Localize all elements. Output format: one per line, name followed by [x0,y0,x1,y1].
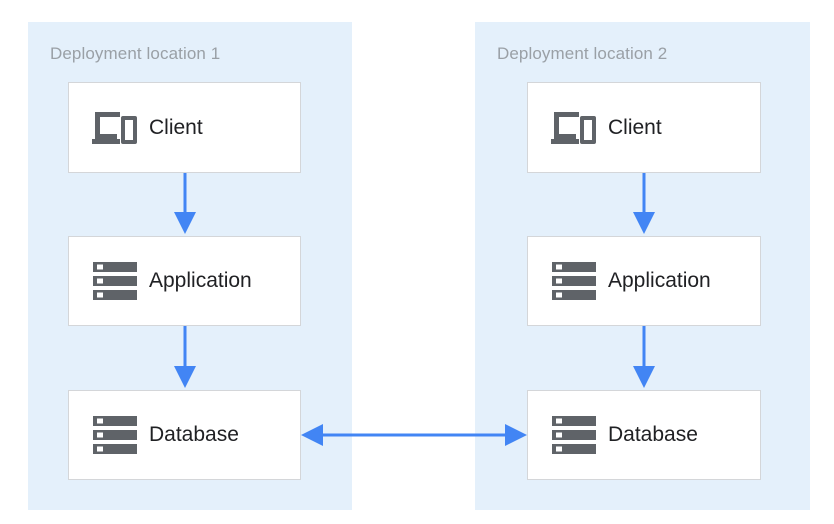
node-zone1-client[interactable]: Client [68,82,301,173]
zone-1-title: Deployment location 1 [50,44,221,63]
node-label: Application [608,269,711,292]
node-label: Client [608,115,662,139]
devices-icon [546,106,602,150]
server-icon [87,259,143,303]
server-icon [546,259,602,303]
zone-2-title: Deployment location 2 [497,44,668,63]
node-zone2-database[interactable]: Database [527,390,761,480]
node-label: Database [608,423,698,446]
server-icon [546,413,602,457]
devices-icon [87,106,143,150]
server-icon [87,413,143,457]
node-zone1-database[interactable]: Database [68,390,301,480]
node-zone2-application[interactable]: Application [527,236,761,326]
node-label: Application [149,269,252,292]
node-label: Database [149,423,239,446]
node-zone1-application[interactable]: Application [68,236,301,326]
node-zone2-client[interactable]: Client [527,82,761,173]
node-label: Client [149,115,203,139]
